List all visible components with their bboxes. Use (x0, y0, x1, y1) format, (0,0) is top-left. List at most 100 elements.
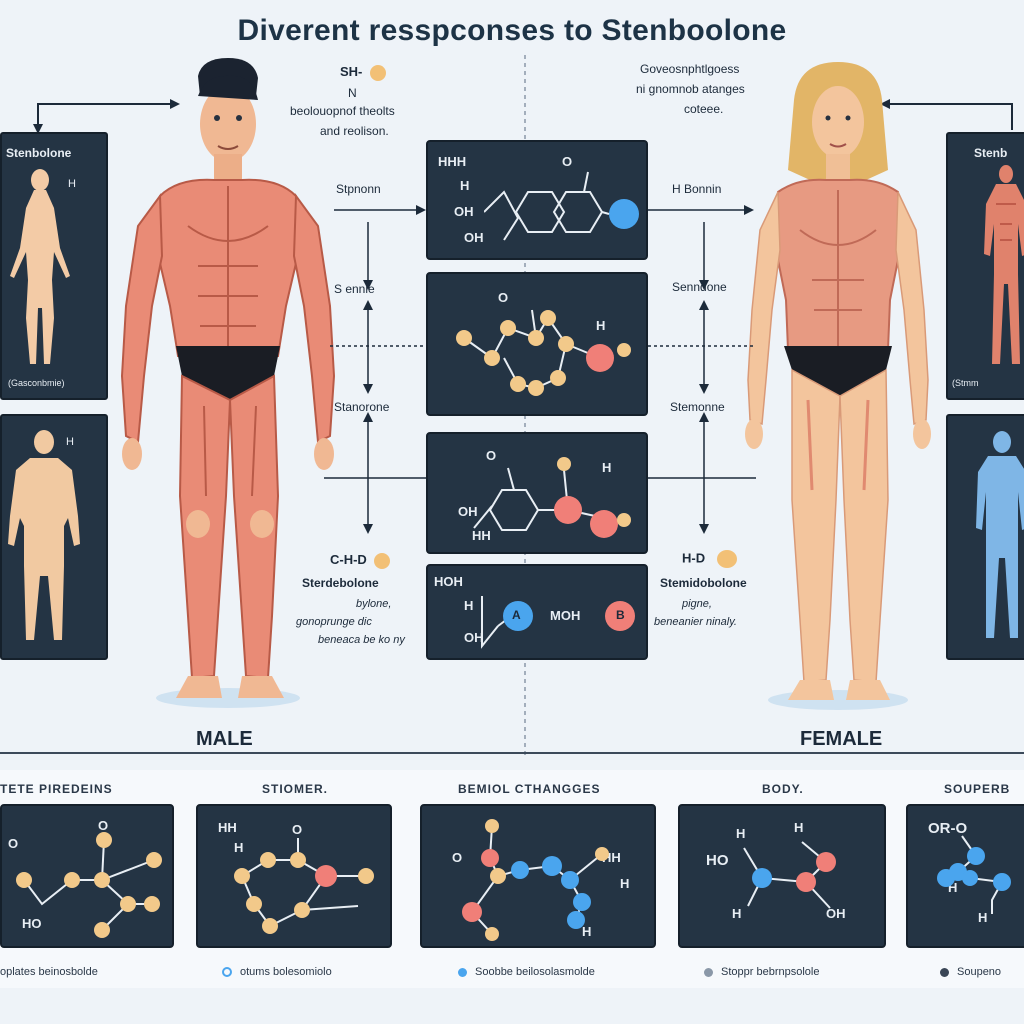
bp4-label-oh: OH (826, 906, 846, 921)
badge-b: B (616, 608, 625, 622)
flow-label-right3: Stemonne (670, 400, 725, 414)
molecule3-label-h: H (602, 460, 612, 475)
left-flow-arrows (324, 205, 426, 534)
center-molecule-panel-1: HHH H OH OH O (426, 140, 648, 260)
bp2-label-hh: HH (218, 820, 237, 835)
left-side-panel2-h: H (66, 436, 74, 448)
bp3-structure-icon (462, 819, 609, 941)
bottom-molecule-panel-1: O O HO (0, 804, 174, 948)
bp1-label-o1: O (98, 818, 109, 833)
bottom-legend-1: oplates beinosbolde (0, 966, 98, 978)
female-bottom-line2: beneanier ninaly. (654, 616, 737, 628)
female-label: FEMALE (800, 728, 883, 750)
legend-dot-icon (458, 967, 467, 977)
molecule4-structure-icon (481, 596, 635, 649)
blue-anatomy-icon (976, 431, 1024, 638)
molecule1-label-b: H (460, 178, 470, 193)
bottom-legend-4: Stoppr bebrnpsolole (704, 966, 819, 978)
flow-label-right1: H Bonnin (672, 182, 722, 196)
molecule1-structure-icon (484, 171, 639, 241)
male-desc-line2: and reolison. (320, 124, 389, 138)
female-desc-line1: Goveosnphtlgoess (640, 62, 740, 76)
left-top-arrow (33, 99, 180, 134)
center-molecule-panel-4: HOH H OH MOH A B (426, 564, 648, 660)
male-desc-line1: beolouopnof theolts (290, 104, 395, 118)
molecule2-label-o: O (498, 290, 509, 305)
left-side-panel-male: H (0, 414, 108, 660)
bottom-molecule-panel-3: O HH H H (420, 804, 656, 948)
center-molecule-panel-2: O H (426, 272, 648, 416)
center-molecule-panel-3: O H OH HH (426, 432, 648, 554)
bp5-label-h2: H (978, 910, 988, 925)
bp4-label-h1: H (736, 826, 746, 841)
atom-dot-icon (374, 552, 391, 569)
molecule2-label-h: H (596, 318, 606, 333)
bp2-label-o: O (292, 822, 303, 837)
bottom-title-2: STIOMER. (262, 782, 329, 796)
flow-label-left2: S ennie (334, 282, 375, 296)
bp1-structure-icon (16, 832, 162, 938)
bottom-title-1: TETE PIREDEINS (0, 782, 113, 796)
bottom-legend-3: Soobbe beilosolasmolde (458, 966, 595, 978)
molecule4-label-oh: OH (464, 630, 484, 645)
molecule4-label-moh: MOH (550, 608, 581, 623)
page-title: Diverent resspconses to Stenboolone (237, 14, 787, 47)
male-silhouette-icon (8, 430, 80, 640)
bottom-molecule-panel-2: HH H O (196, 804, 392, 948)
right-side-panel-stenbolone: Stenb (Stmm (946, 132, 1024, 400)
bp3-label-o: O (452, 850, 463, 865)
bp3-label-h1: H (620, 876, 630, 891)
bp2-structure-icon (234, 838, 374, 934)
bp5-structure-icon (937, 835, 1011, 914)
male-bottom-line2: gonoprunge dic (296, 616, 372, 628)
left-side-panel-title: Stenbolone (6, 146, 72, 160)
muscle-anatomy-icon (984, 165, 1024, 364)
flow-label-left3: Stanorone (334, 400, 390, 414)
female-bottom-name: Stemidobolone (660, 576, 747, 590)
molecule3-label-oh: OH (458, 504, 478, 519)
bottom-legend-2: otums bolesomiolo (222, 966, 332, 978)
molecule4-label-hoh: HOH (434, 574, 463, 589)
right-flow-arrows (648, 205, 756, 534)
bottom-molecule-panel-5: OR-O H H (906, 804, 1024, 948)
molecule2-structure-icon (456, 309, 631, 396)
left-side-panel-stenbolone: Stenbolone H (Gasconbmie) (0, 132, 108, 400)
bp2-label-h: H (234, 840, 244, 855)
atom-dot-icon (716, 550, 737, 568)
bp1-label-o2: O (8, 836, 19, 851)
molecule4-label-h: H (464, 598, 474, 613)
bp1-label-ho: HO (22, 916, 42, 931)
legend-dot-icon (704, 967, 713, 977)
bp5-label-oro: OR-O (928, 820, 968, 837)
male-bottom-name: Sterdebolone (302, 576, 379, 590)
left-side-panel-footer: (Gasconbmie) (8, 378, 65, 388)
bp4-structure-icon (743, 841, 836, 909)
male-bottom-line3: beneaca be ko ny (318, 634, 405, 646)
molecule3-label-hh: HH (472, 528, 491, 543)
female-bottom-line1: pigne, (682, 598, 712, 610)
section-separator (0, 752, 1024, 754)
flow-label-right2: Senndone (672, 280, 727, 294)
molecule1-label-a: HHH (438, 154, 467, 169)
male-figure (120, 58, 336, 708)
bottom-legend-5: Soupeno (940, 966, 1001, 978)
left-side-panel-h: H (68, 178, 76, 190)
female-bottom-formula: H-D (682, 550, 737, 568)
female-figure (745, 62, 931, 710)
legend-dot-icon (222, 967, 232, 978)
female-desc-line3: coteee. (684, 102, 724, 116)
bp3-label-h2: H (582, 924, 592, 939)
male-bottom-line1: bylone, (356, 598, 392, 610)
bottom-molecule-panel-4: H H HO H OH (678, 804, 886, 948)
female-silhouette-icon (10, 169, 70, 364)
right-top-arrow (880, 99, 1013, 130)
molecule3-structure-icon (473, 457, 631, 538)
bp4-label-ho: HO (706, 852, 729, 869)
molecule1-label-top: O (562, 154, 573, 169)
molecule1-label-c: OH (454, 204, 474, 219)
male-label: MALE (196, 728, 253, 750)
right-side-panel-title: Stenb (974, 146, 1008, 160)
female-desc-line2: ni gnomnob atanges (636, 82, 745, 96)
bottom-title-4: BODY. (762, 782, 804, 796)
male-formula-sub: N (348, 86, 357, 100)
